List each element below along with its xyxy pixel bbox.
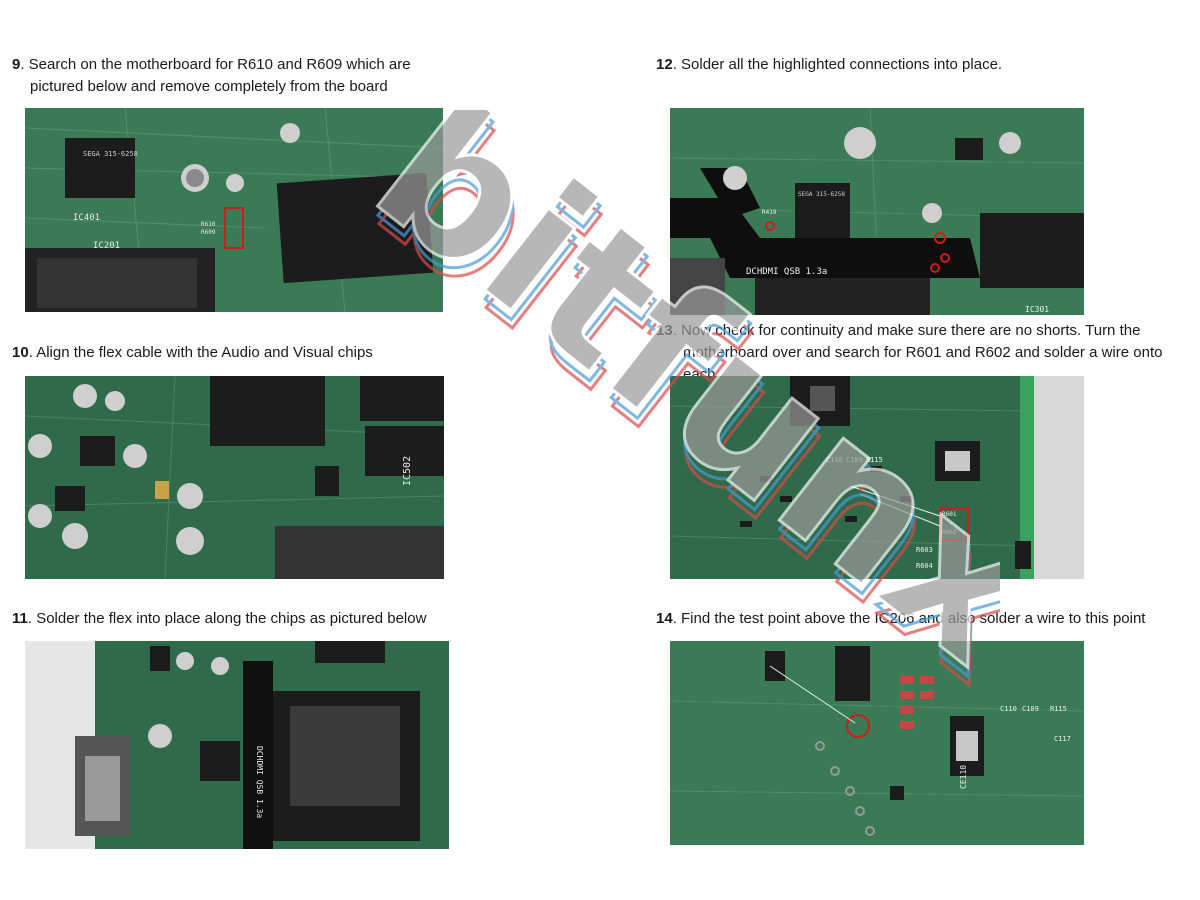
pcb-photo-13: R601 R602 R603 R604 R115 C110 C109 xyxy=(670,376,1084,579)
svg-text:CE110: CE110 xyxy=(959,765,968,789)
step-13-text: 13. Now check for continuity and make su… xyxy=(656,322,1163,383)
svg-text:IC301: IC301 xyxy=(1025,305,1049,314)
photo-step-13: R601 R602 R603 R604 R115 C110 C109 xyxy=(670,376,1084,579)
step-14-text: 14. Find the test point above the IC206 … xyxy=(656,610,1146,627)
pcb-photo-11: DCHDMI QSB 1.3a xyxy=(25,641,449,849)
svg-text:R601: R601 xyxy=(942,511,957,518)
photo-step-14: CE110 C117 R115 C110 C109 xyxy=(670,641,1084,845)
svg-text:IC201: IC201 xyxy=(93,241,120,251)
svg-text:R419: R419 xyxy=(762,209,777,216)
pcb-photo-10: IC502 xyxy=(25,376,444,579)
step-11-text: 11. Solder the flex into place along the… xyxy=(12,610,427,627)
svg-text:R115: R115 xyxy=(1050,705,1067,713)
svg-text:C110: C110 xyxy=(1000,705,1017,713)
photo-step-9: SEGA 315-6258 IC401 IC201 R610 R609 xyxy=(25,108,443,312)
photo-step-10: IC502 xyxy=(25,376,444,579)
photo-step-12: DCHDMI QSB 1.3a IC301 SEGA 315-6258 R419 xyxy=(670,108,1084,315)
svg-text:SEGA 315-6258: SEGA 315-6258 xyxy=(83,150,138,158)
photo-step-11: DCHDMI QSB 1.3a xyxy=(25,641,449,849)
svg-text:DCHDMI QSB 1.3a: DCHDMI QSB 1.3a xyxy=(746,267,827,277)
svg-text:SEGA 315-6258: SEGA 315-6258 xyxy=(798,191,845,198)
pcb-photo-14: CE110 C117 R115 C110 C109 xyxy=(670,641,1084,845)
svg-text:R604: R604 xyxy=(916,562,933,570)
svg-text:IC401: IC401 xyxy=(73,213,100,223)
step-9-text: 9. Search on the motherboard for R610 an… xyxy=(12,56,411,95)
svg-text:DCHDMI QSB 1.3a: DCHDMI QSB 1.3a xyxy=(255,746,264,818)
svg-text:C110: C110 xyxy=(826,456,843,464)
svg-text:R610: R610 xyxy=(201,221,216,228)
svg-text:R603: R603 xyxy=(916,546,933,554)
svg-text:R115: R115 xyxy=(866,456,883,464)
svg-text:C117: C117 xyxy=(1054,735,1071,743)
pcb-photo-12: DCHDMI QSB 1.3a IC301 SEGA 315-6258 R419 xyxy=(670,108,1084,315)
svg-text:R602: R602 xyxy=(942,529,957,536)
step-12-text: 12. Solder all the highlighted connectio… xyxy=(656,56,1003,73)
pcb-photo-9: SEGA 315-6258 IC401 IC201 R610 R609 xyxy=(25,108,443,312)
svg-text:C109: C109 xyxy=(1022,705,1039,713)
step-10-text: 10. Align the flex cable with the Audio … xyxy=(12,344,373,361)
svg-text:IC502: IC502 xyxy=(402,456,413,486)
svg-text:C109: C109 xyxy=(846,456,863,464)
svg-text:R609: R609 xyxy=(201,229,216,236)
